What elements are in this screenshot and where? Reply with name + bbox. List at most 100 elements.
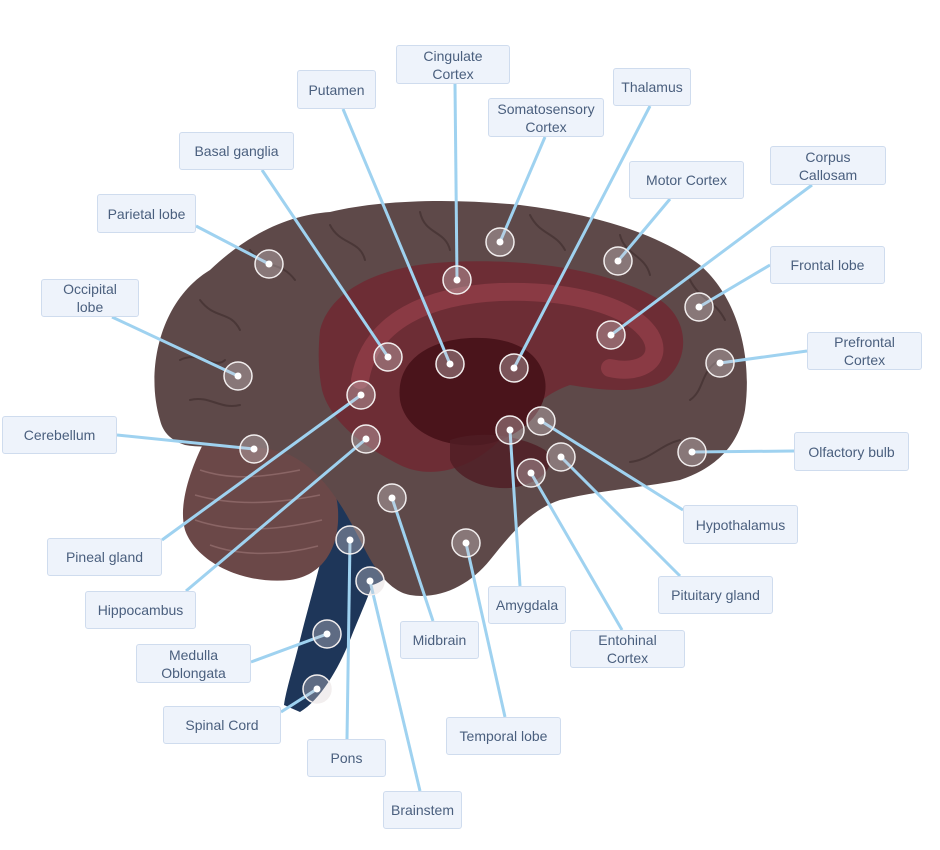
leader-occipital-lobe [111,315,239,378]
leader-pineal-gland [161,393,362,542]
marker-dot-midbrain [388,494,396,502]
marker-dot-pons [346,536,354,544]
marker-spinal-cord [302,674,332,704]
marker-olfactory-bulb [677,437,707,467]
label-basal-ganglia: Basal ganglia [179,132,294,170]
marker-dot-temporal-lobe [462,539,470,547]
leader-thalamus [512,105,652,369]
leader-somatosensory-cortex [498,136,547,243]
marker-dot-somatosensory-cortex [496,238,504,246]
label-pituitary-gland: Pituitary gland [658,576,773,614]
label-occipital-lobe: Occipital lobe [41,279,139,317]
label-thalamus: Thalamus [613,68,691,106]
leader-putamen [341,108,452,365]
marker-dot-motor-cortex [614,257,622,265]
label-somatosensory-cortex: Somatosensory Cortex [488,98,604,137]
marker-dot-hypothalamus [537,417,545,425]
leader-hippocambus [185,437,367,593]
leader-amygdala [508,429,522,587]
marker-dot-entohinal-cortex [527,469,535,477]
label-hippocambus: Hippocambus [85,591,196,629]
label-cingulate-cortex: Cingulate Cortex [396,45,510,84]
leader-cingulate-cortex [453,83,459,281]
marker-occipital-lobe [223,361,253,391]
label-frontal-lobe: Frontal lobe [770,246,885,284]
marker-dot-frontal-lobe [695,303,703,311]
gyri-lines [179,211,726,463]
marker-dot-corpus-callosam [607,331,615,339]
marker-pituitary-gland [546,442,576,472]
label-pineal-gland: Pineal gland [47,538,162,576]
marker-basal-ganglia [373,342,403,372]
corpus-callosum-shape [351,282,664,389]
temporal-inner-shape [450,434,551,489]
leader-pons [345,539,352,740]
marker-corpus-callosam [596,320,626,350]
marker-pons [335,525,365,555]
label-hypothalamus: Hypothalamus [683,505,798,544]
leader-basal-ganglia [260,169,390,358]
marker-dot-cingulate-cortex [453,276,461,284]
label-pons: Pons [307,739,386,777]
leader-cerebellum [116,433,255,451]
marker-motor-cortex [603,246,633,276]
leader-temporal-lobe [464,542,507,718]
label-entohinal-cortex: Entohinal Cortex [570,630,685,668]
label-medulla-oblongata: Medulla Oblongata [136,644,251,683]
label-amygdala: Amygdala [488,586,566,624]
leader-entohinal-cortex [529,472,624,631]
region-markers [223,227,735,704]
marker-frontal-lobe [684,292,714,322]
marker-entohinal-cortex [516,458,546,488]
marker-dot-olfactory-bulb [688,448,696,456]
leader-hypothalamus [540,419,684,512]
marker-somatosensory-cortex [485,227,515,257]
cerebellum-folds [194,469,323,555]
marker-temporal-lobe [451,528,481,558]
marker-cingulate-cortex [442,265,472,295]
marker-dot-pituitary-gland [557,453,565,461]
label-putamen: Putamen [297,70,376,109]
label-cerebellum: Cerebellum [2,416,117,454]
marker-dot-cerebellum [250,445,258,453]
marker-dot-spinal-cord [313,685,321,693]
marker-dot-occipital-lobe [234,372,242,380]
label-midbrain: Midbrain [400,621,479,659]
label-motor-cortex: Motor Cortex [629,161,744,199]
marker-dot-amygdala [506,426,514,434]
leader-midbrain [390,497,435,622]
marker-hippocambus [351,424,381,454]
leader-brainstem [368,580,422,792]
label-corpus-callosam: Corpus Callosam [770,146,886,185]
marker-brainstem [355,566,385,596]
marker-hypothalamus [526,406,556,436]
marker-cerebellum [239,434,269,464]
label-parietal-lobe: Parietal lobe [97,194,196,233]
marker-dot-prefrontal-cortex [716,359,724,367]
marker-dot-putamen [446,360,454,368]
marker-dot-thalamus [510,364,518,372]
label-temporal-lobe: Temporal lobe [446,717,561,755]
marker-prefrontal-cortex [705,348,735,378]
marker-thalamus [499,353,529,383]
leader-corpus-callosam [610,183,813,337]
marker-medulla-oblongata [312,619,342,649]
marker-amygdala [495,415,525,445]
marker-dot-parietal-lobe [265,260,273,268]
marker-midbrain [377,483,407,513]
leader-olfactory-bulb [691,449,795,454]
leader-pituitary-gland [559,455,682,578]
label-prefrontal-cortex: Prefrontal Cortex [807,332,922,370]
leader-spinal-cord [280,687,318,714]
label-olfactory-bulb: Olfactory bulb [794,432,909,471]
marker-pineal-gland [346,380,376,410]
label-brainstem: Brainstem [383,791,462,829]
marker-dot-basal-ganglia [384,353,392,361]
marker-putamen [435,349,465,379]
marker-dot-brainstem [366,577,374,585]
label-spinal-cord: Spinal Cord [163,706,281,744]
marker-dot-medulla-oblongata [323,630,331,638]
marker-dot-pineal-gland [357,391,365,399]
marker-dot-hippocambus [362,435,370,443]
